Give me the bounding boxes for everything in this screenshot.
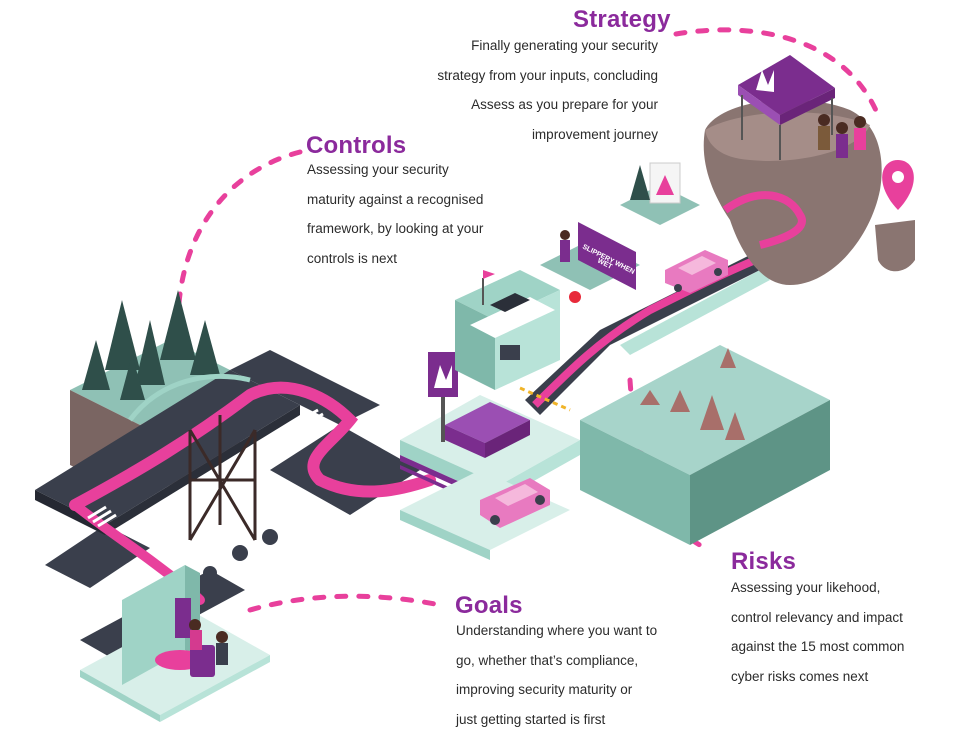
tree-icon bbox=[630, 165, 650, 200]
connector-strategy bbox=[673, 27, 883, 123]
goals-platform bbox=[80, 565, 270, 722]
risks-line-1: Assessing your likehood, bbox=[731, 580, 881, 595]
strategy-line-4: improvement journey bbox=[531, 126, 658, 142]
goals-line-2: go, whether that’s compliance, bbox=[456, 652, 639, 668]
controls-title: Controls bbox=[306, 132, 407, 159]
strategy-title: Strategy bbox=[573, 6, 671, 33]
tree-icon bbox=[82, 290, 220, 400]
risks-platform bbox=[580, 345, 830, 545]
guard-house bbox=[455, 270, 560, 390]
goals-title: Goals bbox=[455, 592, 523, 619]
goals-line-4: just getting started is first bbox=[456, 711, 606, 727]
risks-line-2: control relevancy and impact bbox=[731, 609, 903, 625]
controls-line-4: controls is next bbox=[307, 250, 398, 266]
goals-description: Understanding where you want to go, whet… bbox=[456, 616, 657, 734]
connector-goals bbox=[247, 593, 443, 613]
strategy-line-3: Assess as you prepare for your bbox=[471, 97, 658, 112]
strategy-line-2: strategy from your inputs, concluding bbox=[437, 67, 658, 83]
car-icon bbox=[665, 250, 728, 293]
car-icon bbox=[480, 478, 550, 528]
goals-line-3: improving security maturity or bbox=[456, 682, 633, 697]
risks-line-4: cyber risks comes next bbox=[731, 668, 869, 684]
pipes bbox=[203, 529, 278, 580]
risks-description: Assessing your likehood, control relevan… bbox=[731, 573, 904, 691]
risks-line-3: against the 15 most common bbox=[731, 639, 905, 654]
risks-title: Risks bbox=[731, 548, 797, 575]
strategy-rock bbox=[703, 55, 915, 285]
location-pin-icon bbox=[882, 160, 914, 210]
strategy-line-1: Finally generating your security bbox=[471, 38, 658, 53]
controls-line-3: framework, by looking at your bbox=[307, 221, 484, 236]
flag-icon bbox=[483, 270, 495, 279]
bridge-scaffold bbox=[128, 373, 257, 541]
people bbox=[818, 114, 866, 158]
billboard bbox=[620, 162, 700, 225]
controls-line-1: Assessing your security bbox=[307, 162, 449, 177]
connector-controls bbox=[175, 149, 303, 363]
tent-icon bbox=[738, 55, 835, 160]
slippery-sign: SLIPPERY WHEN WET bbox=[540, 222, 640, 303]
goals-line-1: Understanding where you want to bbox=[456, 623, 658, 638]
center-building bbox=[400, 352, 580, 560]
logo-sign-icon bbox=[428, 352, 458, 442]
controls-description: Assessing your security maturity against… bbox=[307, 155, 483, 273]
strategy-description: Finally generating your security strateg… bbox=[437, 31, 658, 149]
controls-line-2: maturity against a recognised bbox=[307, 191, 484, 207]
